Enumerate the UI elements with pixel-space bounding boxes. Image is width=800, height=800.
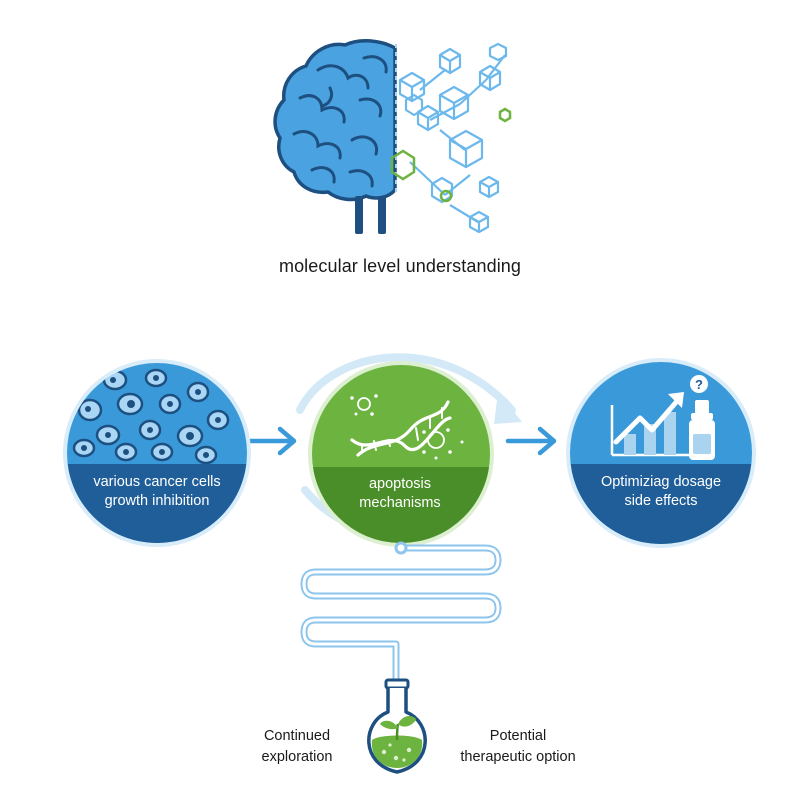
stage-label-cancer-cells: various cancer cells growth inhibition [67, 473, 247, 511]
apoptotic-particle-icons [357, 397, 445, 449]
stage-dosage: ? [566, 358, 756, 548]
stage-label-line: Optimiziag dosage [600, 474, 722, 490]
flow-arrow-left [247, 426, 297, 456]
stage-cancer-cells [63, 359, 251, 547]
question-badge-icon: ? [690, 375, 708, 393]
svg-text:?: ? [695, 377, 703, 392]
flask-sprout-icon [367, 678, 427, 774]
stage-apoptosis [308, 361, 494, 547]
outcome-label-continued-exploration: Continued exploration [232, 726, 362, 768]
stage-label-line: mechanisms [359, 495, 441, 511]
stage-label-line: growth inhibition [104, 493, 210, 509]
bar-chart-arrow-icon [610, 392, 690, 457]
outcome-label-therapeutic-option: Potential therapeutic option [438, 726, 598, 768]
stage-label-apoptosis: apoptosis mechanisms [313, 475, 487, 513]
brain-molecule-icon [273, 39, 512, 234]
dropper-bottle-icon [689, 400, 715, 460]
cycle-arrowhead [494, 392, 522, 424]
diagram-title: molecular level understanding [278, 256, 522, 276]
outcome-label-line: therapeutic option [460, 749, 576, 765]
stage-label-dosage: Optimiziag dosage side effects [570, 473, 752, 511]
outcome-label-line: Potential [489, 728, 547, 744]
dna-icon [350, 400, 452, 457]
outcome-label-line: exploration [261, 749, 333, 765]
cancer-cell-icons [72, 368, 230, 465]
path-start-node [394, 541, 408, 555]
stage-label-line: various cancer cells [93, 474, 221, 490]
stage-label-line: side effects [624, 493, 698, 509]
outcome-label-line: Continued [263, 728, 331, 744]
flow-arrow-right [505, 426, 557, 456]
winding-path [300, 544, 502, 682]
stage-label-line: apoptosis [368, 476, 432, 492]
